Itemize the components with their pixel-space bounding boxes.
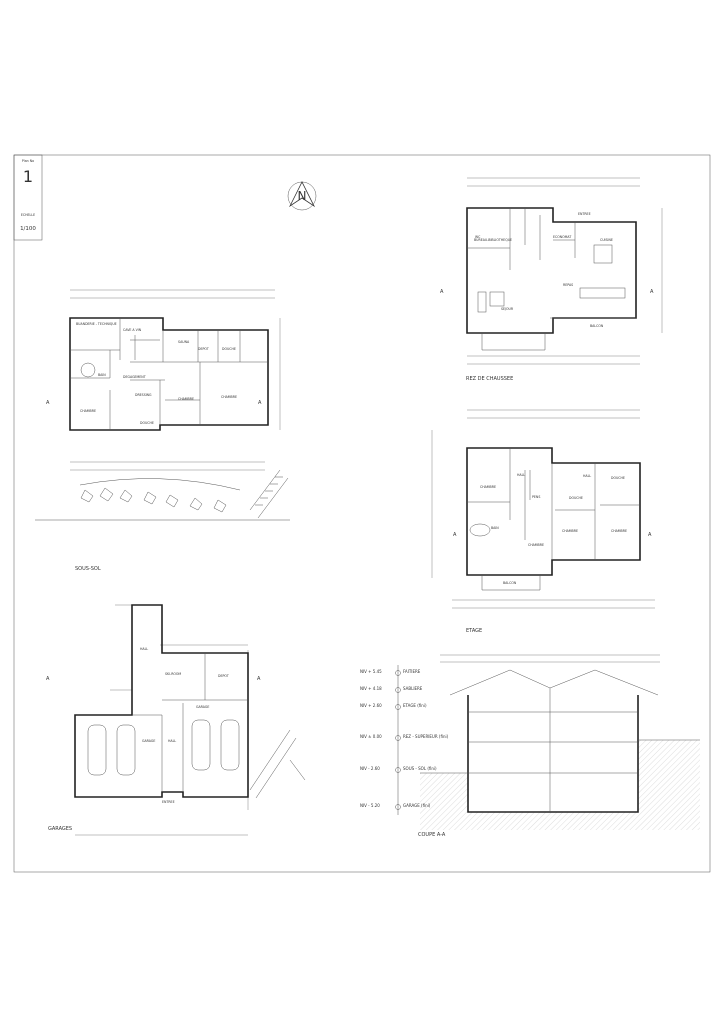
- section-mark: A: [650, 289, 654, 295]
- level-name: REZ - SUPERIEUR (fini): [403, 734, 449, 739]
- section-coupe-a-a: NIV + 5.45 FAITIERE NIV + 4.18 SABLIERE …: [360, 654, 700, 838]
- room-label: DOUCHE: [140, 421, 154, 425]
- plan-no: 1: [23, 167, 33, 186]
- section-mark: A: [46, 400, 50, 406]
- plan-sous-sol: BUANDERIE - TECHNIQUE CAVE A VIN SAUNA D…: [35, 289, 290, 572]
- section-mark: A: [648, 532, 652, 538]
- room-label: SEJOUR: [501, 307, 514, 311]
- plan-etage: CHAMBRE HALL PENS BAIN CHAMBRE DOUCHE HA…: [431, 409, 655, 634]
- section-mark: A: [46, 676, 50, 682]
- plan-title: COUPE A-A: [418, 832, 446, 838]
- section-marks: A A A A A A A A: [46, 289, 654, 682]
- room-label: ENTREE: [162, 800, 175, 804]
- room-label: DRESSING: [135, 393, 152, 397]
- room-label: DEPOT: [198, 347, 209, 351]
- car-icon: [87, 719, 240, 776]
- room-label: REPAS: [563, 283, 573, 287]
- plan-title: GARAGES: [48, 826, 72, 832]
- room-label: CHAMBRE: [611, 529, 627, 533]
- section-mark: A: [453, 532, 457, 538]
- room-label: CUISINE: [600, 238, 613, 242]
- room-label: BUREAU-BIBLIOTHEQUE: [474, 238, 512, 242]
- north-arrow-icon: N: [287, 181, 317, 211]
- level-value: NIV + 5.45: [360, 669, 382, 674]
- room-label: PENS: [532, 495, 540, 499]
- section-mark: A: [440, 289, 444, 295]
- north-letter: N: [298, 189, 307, 203]
- room-label: SKI-ROOM: [165, 672, 181, 676]
- room-label: CHAMBRE: [480, 485, 496, 489]
- scale-label: ECHELLE: [21, 213, 35, 217]
- room-label: HALL: [517, 473, 525, 477]
- room-label: BAIN: [491, 526, 499, 530]
- room-label: BUANDERIE - TECHNIQUE: [76, 322, 117, 326]
- room-label: CHAMBRE: [80, 409, 96, 413]
- level-value: NIV - 5.20: [360, 803, 380, 808]
- plan-garages: HALL SKI-ROOM DEPOT GARAGE HALL GARAGE E…: [48, 604, 306, 836]
- room-label: GARAGE: [196, 705, 209, 709]
- level-value: NIV - 2.60: [360, 766, 380, 771]
- level-name: SOUS - SOL (fini): [403, 766, 437, 771]
- room-label: DEGAGEMENT: [123, 375, 146, 379]
- level-value: NIV + 4.18: [360, 686, 382, 691]
- plan-rez-de-chaussee: WC BUREAU-BIBLIOTHEQUE ENTREE ECONOMAT C…: [466, 177, 663, 382]
- room-label: DOUCHE: [611, 476, 625, 480]
- room-label: BALCON: [590, 324, 604, 328]
- section-mark: A: [258, 400, 262, 406]
- room-label: HALL: [168, 739, 176, 743]
- room-label: CHAMBRE: [221, 395, 237, 399]
- sheet-frame: [13, 154, 711, 873]
- level-name: GARAGE (fini): [403, 803, 431, 808]
- room-label: ECONOMAT: [553, 235, 571, 239]
- room-label: BAIN: [98, 373, 106, 377]
- section-mark: A: [257, 676, 261, 682]
- level-marker: [395, 670, 401, 810]
- room-label: CHAMBRE: [562, 529, 578, 533]
- room-label: WC: [475, 235, 481, 239]
- room-label: CAVE A VIN: [123, 328, 142, 332]
- plan-title: REZ DE CHAUSSEE: [466, 376, 513, 382]
- level-name: SABLIERE: [403, 686, 423, 691]
- title-block: Plan No 1 ECHELLE 1/100: [13, 154, 43, 241]
- room-label: GARAGE: [142, 739, 155, 743]
- room-label: DOUCHE: [222, 347, 236, 351]
- room-label: CHAMBRE: [528, 543, 544, 547]
- level-value: NIV + 2.60: [360, 703, 382, 708]
- room-label: DOUCHE: [569, 496, 583, 500]
- plan-no-label: Plan No: [22, 159, 34, 163]
- plan-title: ETAGE: [466, 628, 482, 634]
- level-name: ETAGE (fini): [403, 703, 427, 708]
- plan-title: SOUS-SOL: [75, 566, 101, 572]
- room-label: HALL: [140, 647, 148, 651]
- room-label: SAUNA: [178, 340, 190, 344]
- level-name: FAITIERE: [403, 669, 421, 674]
- room-label: DEPOT: [218, 674, 229, 678]
- room-label: ENTREE: [578, 212, 591, 216]
- room-label: HALL: [583, 474, 591, 478]
- level-value: NIV ± 0.00: [360, 734, 382, 739]
- room-label: CHAMBRE: [178, 397, 194, 401]
- room-label: BALCON: [503, 581, 517, 585]
- scale-value: 1/100: [20, 226, 36, 232]
